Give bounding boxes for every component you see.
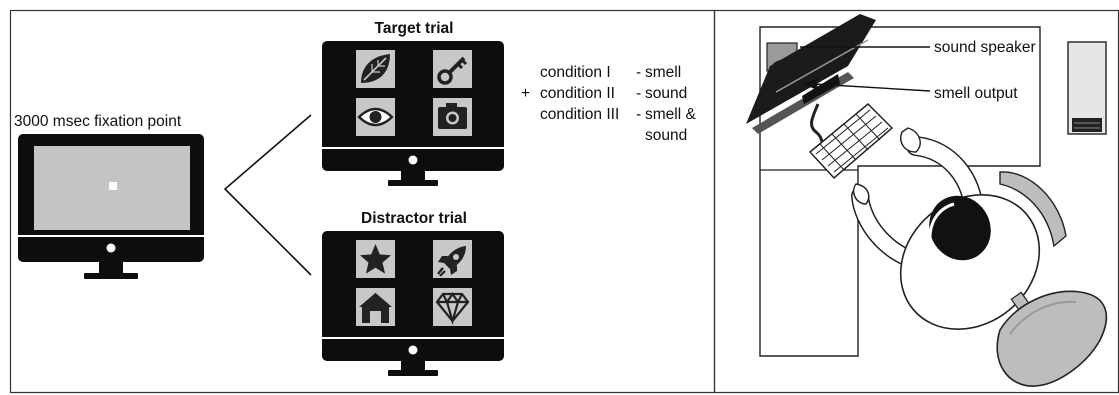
tile-camera (433, 98, 472, 136)
condition-modality: smell (645, 64, 681, 81)
pc-tower (1067, 41, 1107, 135)
monitor-base (388, 370, 438, 376)
tile-rocket (433, 240, 472, 278)
monitor-stand (401, 171, 425, 181)
distractor-trial-title: Distractor trial (361, 210, 467, 227)
star-icon (360, 244, 391, 274)
condition-name: condition II (540, 85, 615, 102)
tile-star (356, 240, 395, 278)
smell-output-callout-line (813, 83, 931, 92)
power-dot (408, 155, 418, 165)
branch-lines (223, 114, 312, 276)
condition-separator: - (636, 106, 641, 123)
house-icon (357, 291, 394, 323)
sound-speaker-label: sound speaker (934, 39, 1036, 56)
condition-separator: - (636, 64, 641, 81)
condition-name: condition I (540, 64, 611, 81)
chair-back (996, 290, 1108, 387)
camera-icon (438, 103, 467, 129)
monitor-base (388, 180, 438, 186)
left-hand (852, 183, 870, 205)
fixation-label: 3000 msec fixation point (14, 113, 182, 130)
leaf-icon (361, 54, 390, 83)
condition-modality: smell & (645, 106, 696, 123)
tile-leaf (356, 50, 395, 88)
condition-name: condition III (540, 106, 619, 123)
power-dot (408, 345, 418, 355)
smell-output-label: smell output (934, 85, 1018, 102)
rocket-icon (437, 246, 466, 277)
monitor-stand (99, 262, 123, 274)
desk (759, 26, 1041, 357)
right-hand (900, 127, 921, 153)
monitor-stand (401, 361, 425, 371)
participant (851, 127, 1041, 331)
desk-monitor (746, 14, 876, 134)
diamond-icon (435, 292, 470, 325)
conditions-list: + condition I - smell condition II - sou… (521, 64, 696, 144)
condition-modality-continued: sound (645, 127, 687, 144)
keyboard (808, 102, 894, 180)
monitor-base (84, 273, 138, 279)
key-icon (437, 56, 468, 85)
tile-house (356, 288, 395, 326)
target-trial-title: Target trial (375, 20, 454, 37)
tile-eye (356, 98, 395, 136)
conditions-plus: + (521, 85, 530, 102)
condition-modality: sound (645, 85, 687, 102)
target-trial-monitor (322, 41, 504, 186)
fixation-monitor (18, 134, 204, 279)
head (929, 195, 991, 261)
fixation-point (109, 182, 117, 190)
tile-key (433, 50, 472, 88)
desk-setup-illustration (746, 14, 1108, 387)
tile-diamond (433, 288, 472, 326)
eye-icon (357, 107, 394, 127)
distractor-trial-monitor (322, 231, 504, 376)
chair (996, 171, 1108, 387)
smell-output-arrowhead (803, 78, 818, 90)
condition-separator: - (636, 85, 641, 102)
power-dot (106, 243, 116, 253)
